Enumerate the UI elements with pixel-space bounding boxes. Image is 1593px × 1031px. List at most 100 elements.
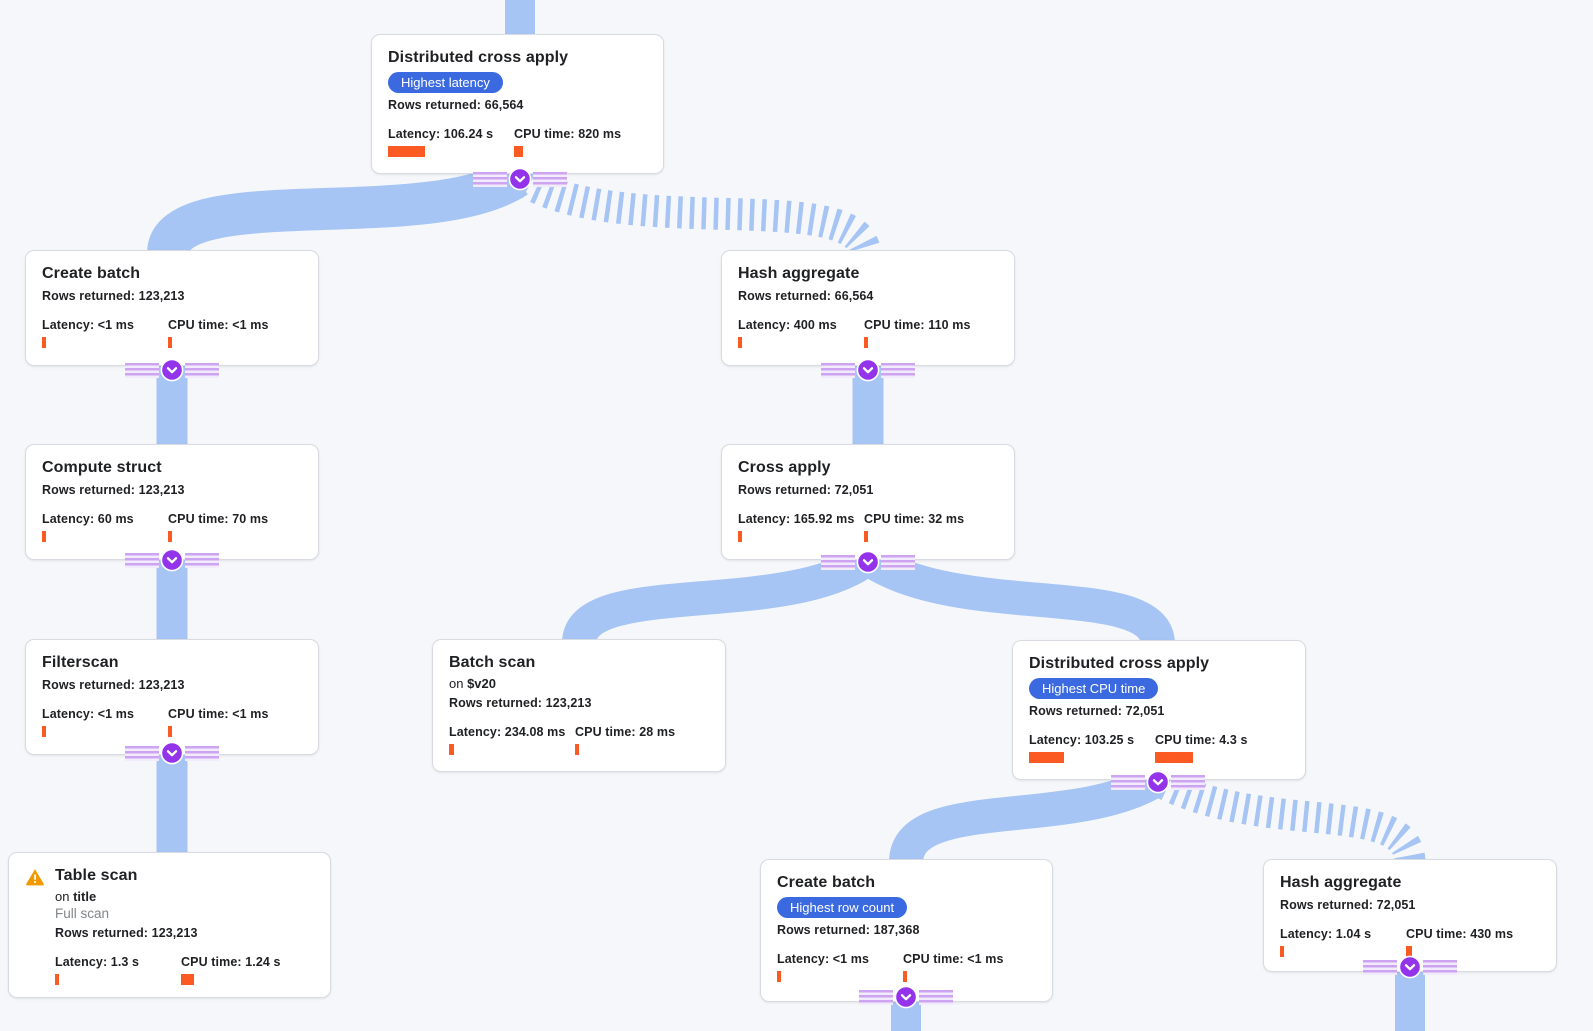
highest-row-count-badge: Highest row count — [777, 897, 908, 918]
metrics-row: Latency: <1 ms CPU time: <1 ms — [42, 707, 302, 737]
chevron-down-icon — [1398, 955, 1422, 979]
plan-node-distributed-cross-apply-top[interactable]: Distributed cross apply Highest latency … — [371, 34, 664, 174]
chevron-down-icon — [160, 548, 184, 572]
rows-returned: Rows returned: 123,213 — [55, 926, 198, 940]
plan-node-create-batch-left[interactable]: Create batch Rows returned: 123,213 Late… — [25, 250, 319, 366]
cpu-label: CPU time: <1 ms — [903, 952, 1004, 966]
chevron-down-icon — [856, 550, 880, 574]
plan-node-cross-apply[interactable]: Cross apply Rows returned: 72,051 Latenc… — [721, 444, 1015, 560]
cpu-metric: CPU time: 4.3 s — [1155, 733, 1289, 763]
chevron-down-icon — [894, 985, 918, 1009]
expand-connector-n2[interactable] — [125, 358, 219, 382]
cpu-label: CPU time: 70 ms — [168, 512, 269, 526]
remote-stripe-left — [1111, 774, 1145, 790]
remote-stripe-left — [473, 171, 507, 187]
node-title: Distributed cross apply — [388, 49, 569, 66]
rows-returned: Rows returned: 72,051 — [1029, 704, 1165, 718]
remote-stripe-right — [185, 552, 219, 568]
metrics-row: Latency: 165.92 ms CPU time: 32 ms — [738, 512, 998, 542]
cpu-label: CPU time: 1.24 s — [181, 955, 281, 969]
latency-label: Latency: <1 ms — [42, 707, 135, 721]
remote-stripe-left — [125, 745, 159, 761]
node-title: Create batch — [42, 265, 141, 282]
latency-label: Latency: 400 ms — [738, 318, 837, 332]
metrics-row: Latency: 1.3 s CPU time: 1.24 s — [55, 955, 314, 985]
edge-n1-n2 — [147, 158, 528, 258]
plan-node-hash-aggregate-upper[interactable]: Hash aggregate Rows returned: 66,564 Lat… — [721, 250, 1015, 366]
remote-stripe-left — [821, 554, 855, 570]
rows-returned: Rows returned: 123,213 — [42, 678, 185, 692]
plan-node-compute-struct[interactable]: Compute struct Rows returned: 123,213 La… — [25, 444, 319, 560]
latency-bar — [777, 971, 781, 982]
plan-node-table-scan[interactable]: Table scan on title Full scan Rows retur… — [8, 852, 331, 998]
expand-connector-n1[interactable] — [473, 167, 567, 191]
cpu-label: CPU time: 110 ms — [864, 318, 971, 332]
node-title: Filterscan — [42, 654, 119, 671]
remote-stripe-right — [881, 362, 915, 378]
plan-node-batch-scan[interactable]: Batch scan on $v20 Rows returned: 123,21… — [432, 639, 726, 772]
expand-connector-n6[interactable] — [821, 358, 915, 382]
plan-node-create-batch-bottom[interactable]: Create batch Highest row count Rows retu… — [760, 859, 1053, 1002]
cpu-metric: CPU time: <1 ms — [168, 318, 302, 348]
node-title: Table scan — [55, 867, 138, 884]
metrics-row: Latency: <1 ms CPU time: <1 ms — [777, 952, 1036, 982]
latency-bar — [42, 531, 46, 542]
scan-target: on title — [55, 889, 97, 904]
expand-connector-n3[interactable] — [125, 548, 219, 572]
expand-connector-n9[interactable] — [1111, 770, 1205, 794]
latency-bar — [1280, 946, 1284, 957]
cpu-metric: CPU time: <1 ms — [903, 952, 1036, 982]
remote-stripe-right — [533, 171, 567, 187]
plan-node-filterscan[interactable]: Filterscan Rows returned: 123,213 Latenc… — [25, 639, 319, 755]
latency-metric: Latency: 103.25 s — [1029, 733, 1155, 763]
rows-returned: Rows returned: 66,564 — [738, 289, 874, 303]
latency-label: Latency: 106.24 s — [388, 127, 494, 141]
node-title: Batch scan — [449, 654, 536, 671]
rows-returned: Rows returned: 187,368 — [777, 923, 920, 937]
metrics-row: Latency: 60 ms CPU time: 70 ms — [42, 512, 302, 542]
latency-label: Latency: <1 ms — [777, 952, 870, 966]
latency-metric: Latency: 1.3 s — [55, 955, 181, 985]
cpu-metric: CPU time: 430 ms — [1406, 927, 1540, 957]
expand-connector-n11[interactable] — [1363, 955, 1457, 979]
latency-bar — [42, 726, 46, 737]
edge-n1-n6 — [518, 167, 881, 257]
remote-stripe-right — [185, 745, 219, 761]
rows-returned: Rows returned: 66,564 — [388, 98, 524, 112]
warning-icon — [25, 867, 45, 887]
remote-stripe-left — [1363, 959, 1397, 975]
cpu-bar — [168, 531, 172, 542]
edge-n7-n8 — [562, 547, 873, 646]
latency-bar — [738, 531, 742, 542]
expand-connector-n7[interactable] — [821, 550, 915, 574]
cpu-label: CPU time: <1 ms — [168, 318, 269, 332]
chevron-down-icon — [508, 167, 532, 191]
remote-stripe-left — [859, 989, 893, 1005]
cpu-label: CPU time: 32 ms — [864, 512, 965, 526]
latency-label: Latency: 1.3 s — [55, 955, 140, 969]
chevron-down-icon — [1146, 770, 1170, 794]
cpu-bar — [1406, 946, 1412, 957]
rows-returned: Rows returned: 123,213 — [449, 696, 592, 710]
cpu-label: CPU time: 4.3 s — [1155, 733, 1248, 747]
cpu-label: CPU time: 820 ms — [514, 127, 622, 141]
metrics-row: Latency: 400 ms CPU time: 110 ms — [738, 318, 998, 348]
expand-connector-n10[interactable] — [859, 985, 953, 1009]
rows-returned: Rows returned: 123,213 — [42, 289, 185, 303]
cpu-label: CPU time: <1 ms — [168, 707, 269, 721]
metrics-row: Latency: 103.25 s CPU time: 4.3 s — [1029, 733, 1289, 763]
latency-label: Latency: 60 ms — [42, 512, 134, 526]
node-title: Cross apply — [738, 459, 831, 476]
rows-returned: Rows returned: 72,051 — [1280, 898, 1416, 912]
cpu-label: CPU time: 430 ms — [1406, 927, 1514, 941]
expand-connector-n4[interactable] — [125, 741, 219, 765]
chevron-down-icon — [856, 358, 880, 382]
latency-metric: Latency: 400 ms — [738, 318, 864, 348]
cpu-bar — [903, 971, 907, 982]
latency-label: Latency: 165.92 ms — [738, 512, 855, 526]
remote-stripe-right — [881, 554, 915, 570]
cpu-bar — [168, 337, 172, 348]
plan-node-distributed-cross-apply-right[interactable]: Distributed cross apply Highest CPU time… — [1012, 640, 1306, 780]
plan-node-hash-aggregate-bottom[interactable]: Hash aggregate Rows returned: 72,051 Lat… — [1263, 859, 1557, 972]
cpu-bar — [864, 337, 868, 348]
